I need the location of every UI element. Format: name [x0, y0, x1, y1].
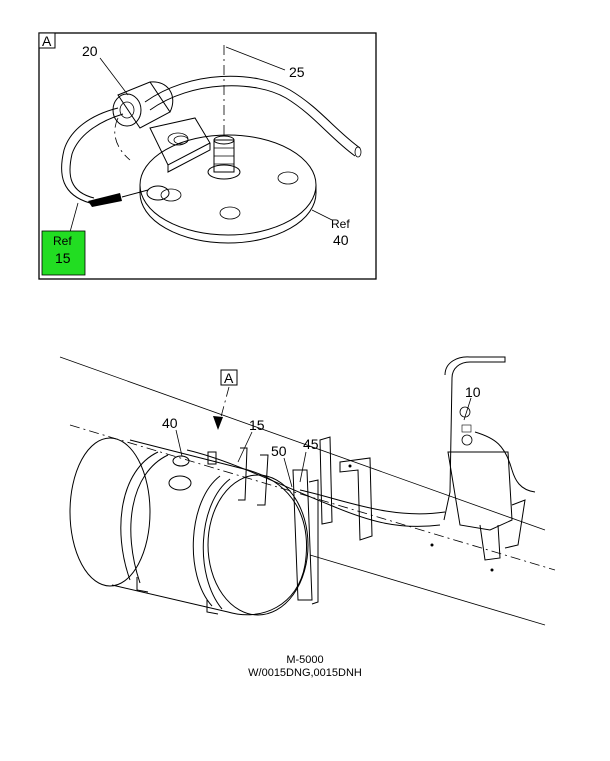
ground-cable: [186, 449, 441, 527]
fuel-line: [144, 75, 362, 158]
ground-wire: [61, 107, 170, 207]
center-fitting: [207, 135, 241, 180]
callout-50: 50: [271, 443, 287, 459]
frame-rail-top: [59, 356, 546, 531]
leader-40: [175, 429, 183, 457]
main-view-label-box: [220, 369, 238, 386]
callout-45: 45: [303, 436, 319, 452]
callout-ref40-word: Ref: [331, 217, 350, 231]
detail-view-label-box: [38, 32, 56, 49]
callout-10: 10: [465, 384, 481, 400]
detail-view-label: A: [42, 33, 52, 49]
frame-rail-center: [69, 424, 556, 571]
ground-cable-2: [299, 489, 446, 515]
callout-40: 40: [162, 415, 178, 431]
view-arrow-head: [213, 416, 223, 430]
leader-50: [283, 457, 293, 488]
detail-view-a: A: [38, 32, 377, 280]
mounting-plate: [139, 132, 317, 244]
leader-ref40: [311, 209, 333, 221]
leader-10: [463, 397, 472, 421]
caption-model: M-5000: [286, 654, 324, 666]
leader-15: [237, 431, 253, 463]
caption-codes: W/0015DNG,0015DNH: [248, 667, 362, 679]
leader-20: [99, 57, 129, 96]
callout-ref15-word: Ref: [53, 234, 72, 248]
main-view-label: A: [224, 370, 234, 386]
main-view: A: [59, 356, 556, 626]
fuel-tank: [69, 437, 309, 616]
callout-25: 25: [289, 64, 305, 80]
callout-ref40-num: 40: [333, 232, 349, 248]
ground-bracket: [149, 117, 211, 173]
crossmember-bracket-10: [430, 356, 536, 572]
callout-15: 15: [249, 417, 265, 433]
ref15-highlight: [41, 230, 86, 276]
frame-rail-bottom: [309, 554, 546, 626]
leader-ref15: [69, 202, 79, 233]
leader-45: [299, 451, 307, 483]
callout-ref15-num: 15: [55, 250, 71, 266]
mounting-brackets: [319, 436, 373, 541]
leader-25: [225, 46, 286, 71]
detail-frame: [38, 32, 377, 280]
callout-20: 20: [82, 43, 98, 59]
